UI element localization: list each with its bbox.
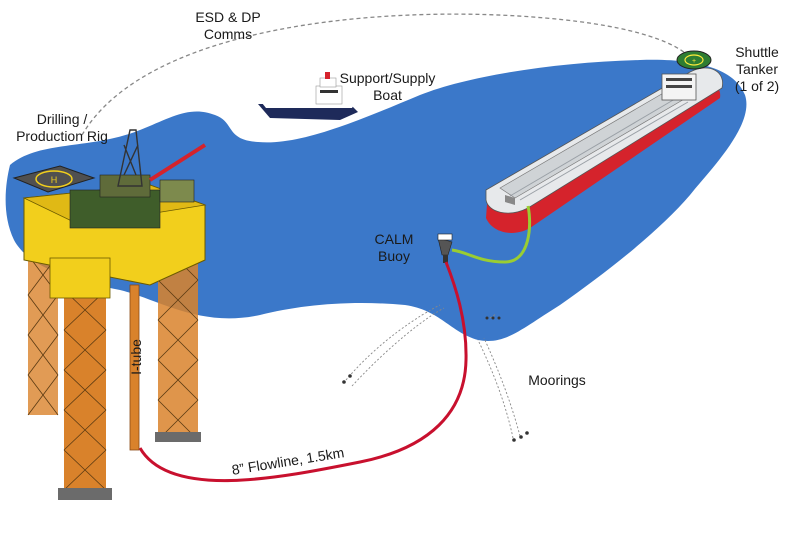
- rig-helideck: H: [12, 165, 96, 193]
- label-esd-line2: Comms: [203, 26, 253, 42]
- rig-derrick: [117, 129, 143, 187]
- label-calm-buoy: CALM Buoy: [368, 231, 420, 265]
- label-esd-dp-comms: ESD & DP Comms: [188, 9, 268, 43]
- label-support-boat: Support/Supply Boat: [325, 70, 450, 104]
- shuttle-tanker: +: [485, 50, 723, 233]
- label-esd-line1: ESD & DP: [195, 9, 261, 25]
- label-buoy-line1: CALM: [374, 231, 414, 247]
- label-rig-line2: Production Rig: [16, 128, 108, 144]
- mooring-anchors: [342, 316, 529, 442]
- calm-buoy: [437, 233, 453, 263]
- svg-text:H: H: [51, 175, 58, 185]
- label-tanker-line1: Shuttle: [735, 44, 779, 60]
- tanker-helideck: [676, 50, 712, 70]
- label-boat-line1: Support/Supply: [339, 70, 436, 86]
- label-tanker-line3: (1 of 2): [734, 78, 780, 94]
- label-moorings: Moorings: [528, 372, 586, 388]
- label-boat-line2: Boat: [373, 87, 402, 103]
- i-tube: [129, 284, 140, 451]
- label-rig-line1: Drilling /: [36, 111, 88, 127]
- offloading-hose: [451, 205, 532, 264]
- label-buoy-line2: Buoy: [378, 248, 410, 264]
- support-boat: [258, 72, 358, 120]
- comms-link-arc: [81, 13, 691, 136]
- label-i-tube: I-tube: [128, 339, 144, 375]
- label-drilling-rig: Drilling / Production Rig: [2, 111, 122, 145]
- drilling-production-rig: H: [12, 129, 207, 500]
- label-tanker-line2: Tanker: [735, 61, 779, 77]
- svg-text:+: +: [692, 58, 696, 65]
- label-shuttle-tanker: Shuttle Tanker (1 of 2): [722, 44, 792, 95]
- flowline-8in: [138, 261, 468, 482]
- moorings-lines: [345, 304, 521, 439]
- flare-boom: [148, 143, 207, 182]
